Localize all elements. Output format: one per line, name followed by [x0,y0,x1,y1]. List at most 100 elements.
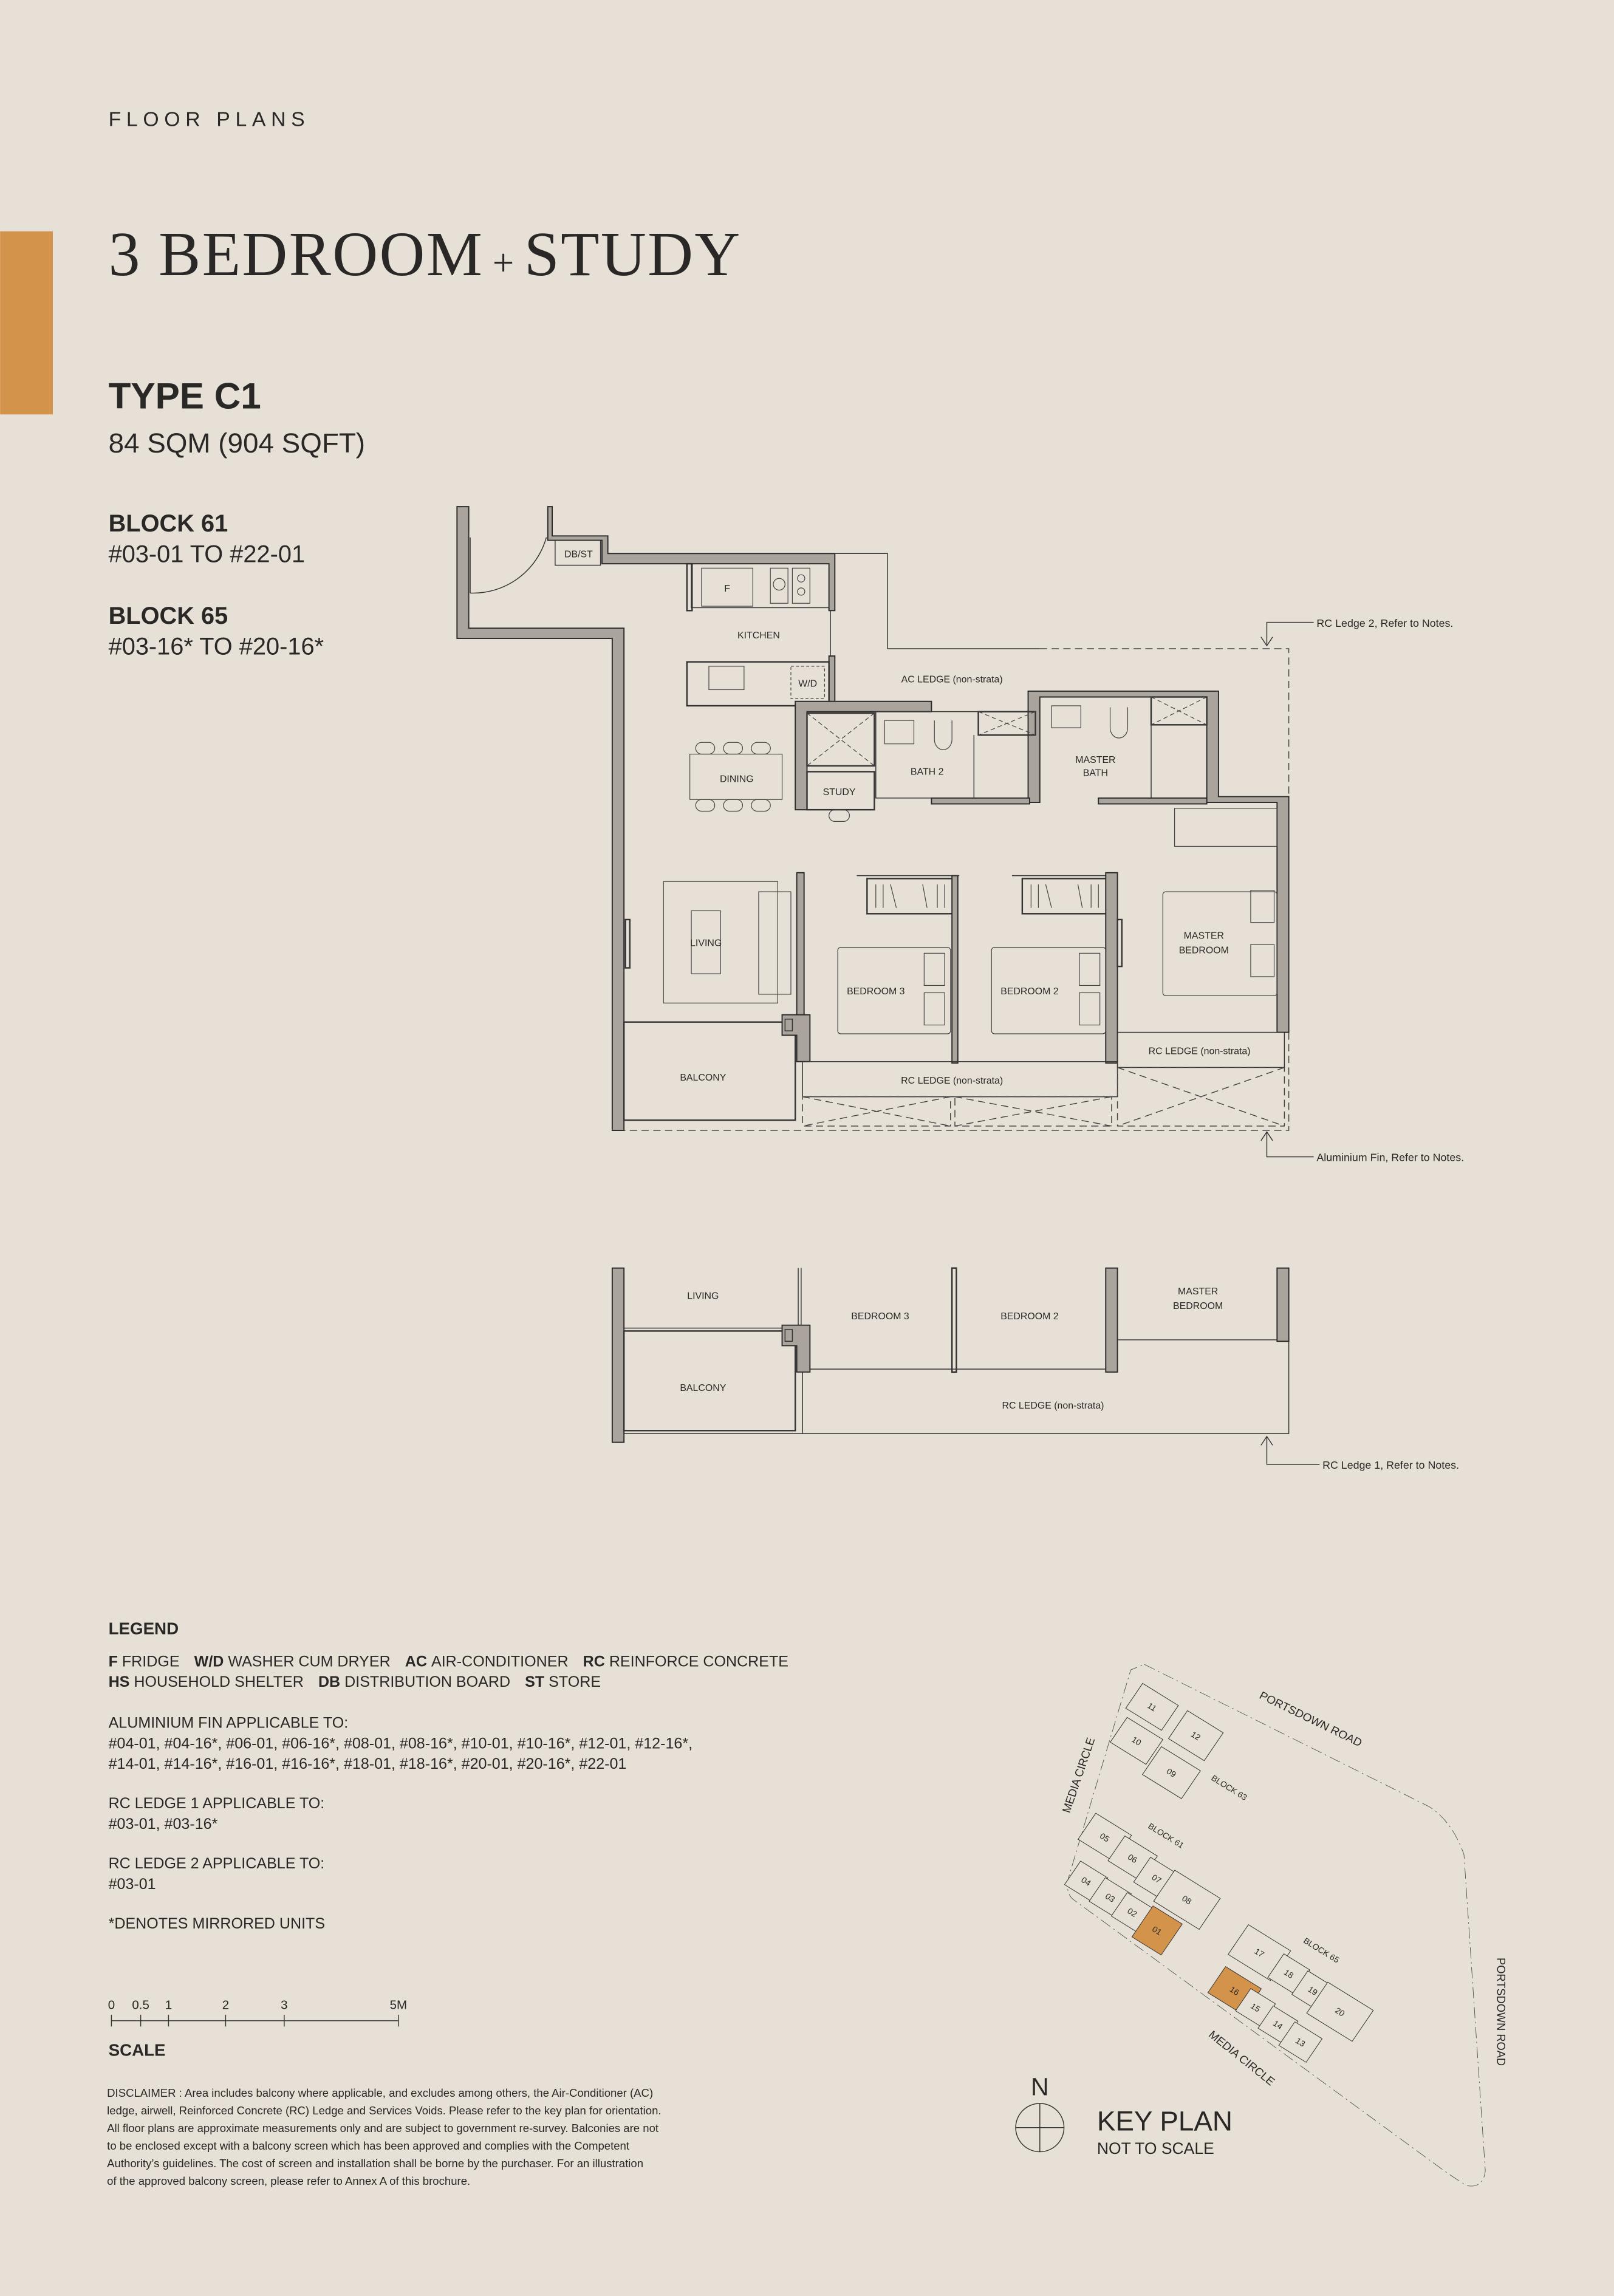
room-label-ac-ledge: AC LEDGE (non-strata) [901,674,1003,685]
legend-abbr: AC [405,1653,427,1670]
unit-label: 07 [1150,1873,1163,1885]
living-rug [663,881,778,1003]
wall-bath2-bottom [931,797,1030,805]
room-label-living: LIVING [687,1291,719,1301]
room-label-master-bedroom: BEDROOM [1173,1301,1223,1311]
unit-label: 13 [1294,2036,1307,2049]
room-label-rc-ledge: RC LEDGE (non-strata) [901,1076,1003,1086]
unit-label: 17 [1253,1947,1265,1959]
unit-label: 10 [1130,1735,1143,1748]
window [624,918,631,969]
block-name: BLOCK 65 [109,603,228,629]
aluminium-fin-zones [802,1067,1285,1127]
unit-type: TYPE C1 [109,375,261,417]
bed-master [1162,891,1277,996]
rc-ledge-2-outline [624,648,1290,1131]
unit-label: 14 [1271,2019,1285,2032]
counter-stub [686,562,693,612]
pillow [1079,992,1101,1026]
disclaimer-line: ledge, airwell, Reinforced Concrete (RC)… [107,2104,661,2117]
room-label-master-bedroom: BEDROOM [1179,945,1229,955]
basin-icon [1051,705,1081,728]
bath-2-room [875,711,1029,799]
room-label-db-st: DB/ST [564,549,593,559]
scale-title: SCALE [109,2041,166,2060]
db-st-box [555,539,601,566]
room-label-bedroom-2: BEDROOM 2 [1000,1311,1059,1322]
wall-bedroom-3 [951,875,959,1064]
block-units: #03-01 TO #22-01 [109,541,306,568]
scale-line [111,2015,399,2027]
wall-bedroom-2 [1105,1267,1118,1373]
scale-tick-label: 5M [390,1998,407,2012]
leader-rc-ledge-2 [1260,621,1314,647]
dining-chairs [695,742,850,822]
unit-label: 02 [1126,1907,1138,1919]
scale-tick-label: 0.5 [132,1998,149,2012]
legend-label: DISTRIBUTION BOARD [344,1673,510,1690]
pillow [923,992,945,1026]
unit-label: 05 [1098,1831,1112,1844]
note-rc-ledge-1: RC Ledge 1, Refer to Notes. [1322,1459,1459,1471]
unit-13 [1278,2021,1323,2063]
unit-area: 84 SQM (904 SQFT) [109,428,365,459]
wall-kitchen-right [828,655,836,708]
fridge-label: F [724,584,730,594]
scale-tick-label: 0 [108,1998,115,2012]
scale-tick-label: 3 [281,1998,287,2012]
room-label-kitchen: KITCHEN [737,630,780,641]
rc-ledge-1-plan: LIVING BALCONY BEDROOM 3 BEDROOM 2 MASTE… [611,1267,1459,1471]
window [1116,918,1123,968]
shower-small [977,711,1036,736]
legend-title: LEGEND [109,1619,179,1638]
rc-ledge-1 [802,1341,1290,1434]
note-rc-ledge-2: RC Ledge 2, Refer to Notes. [1316,617,1453,629]
room-label-master-bath: BATH [1083,768,1108,779]
leader-aluminium-fin [1260,1131,1314,1158]
wardrobe-master [1174,808,1277,847]
hangers [875,884,945,908]
rc-ledge-1-units: #03-01, #03-16* [109,1816,218,1833]
unit-label: 03 [1104,1891,1117,1904]
room-label-rc-ledge: RC LEDGE (non-strata) [1149,1047,1251,1057]
accent-bar [0,231,53,415]
legend-abbr: W/D [194,1653,224,1670]
floor-plan: DB/ST F KITCHEN W/D AC LEDGE (non-strata… [456,506,1464,1164]
legend-label: AIR-CONDITIONER [431,1653,569,1670]
room-label-bedroom-3: BEDROOM 3 [851,1311,909,1322]
aluminium-fin-units: #14-01, #14-16*, #16-01, #16-16*, #18-01… [109,1755,627,1772]
north-label: N [1031,2073,1049,2101]
unit-11 [1125,1683,1179,1731]
disclaimer-line: to be enclosed except with a balcony scr… [107,2139,630,2152]
legend-label: FRIDGE [122,1653,180,1670]
legend-label: REINFORCE CONCRETE [609,1653,788,1670]
disclaimer: DISCLAIMER : Area includes balcony where… [107,2086,661,2187]
room-label-bedroom-3: BEDROOM 3 [847,986,905,997]
shower-master [1150,696,1208,726]
page-title: 3 BEDROOM+STUDY [109,220,742,289]
ac-ledge-outline [835,553,1040,649]
fridge [701,567,753,607]
aluminium-fin-units: #04-01, #04-16*, #06-01, #06-16*, #08-01… [109,1735,692,1752]
legend-label: STORE [549,1673,601,1690]
road-label: PORTSDOWN ROAD [1494,1958,1507,2066]
block-65: 17 18 19 20 16 15 14 13 BLOCK 65 [1207,1924,1374,2063]
door-swing-icon [470,537,547,594]
unit-08 [1153,1870,1221,1930]
wall-master-bath [1027,690,1290,1033]
legend-label: WASHER CUM DRYER [228,1653,390,1670]
unit-label: 16 [1228,1985,1241,1998]
bed-bedroom-3 [837,947,951,1034]
wall-master-bath-bottom [1098,797,1208,805]
key-plan-title: KEY PLAN [1097,2106,1233,2137]
toilet-icon [934,720,952,750]
wall-top [547,506,836,612]
unit-label: 20 [1333,2006,1347,2018]
mirrored-note: *DENOTES MIRRORED UNITS [109,1915,325,1932]
unit-12 [1168,1710,1224,1761]
pillow [1250,890,1275,923]
unit-20 [1306,1981,1374,2042]
